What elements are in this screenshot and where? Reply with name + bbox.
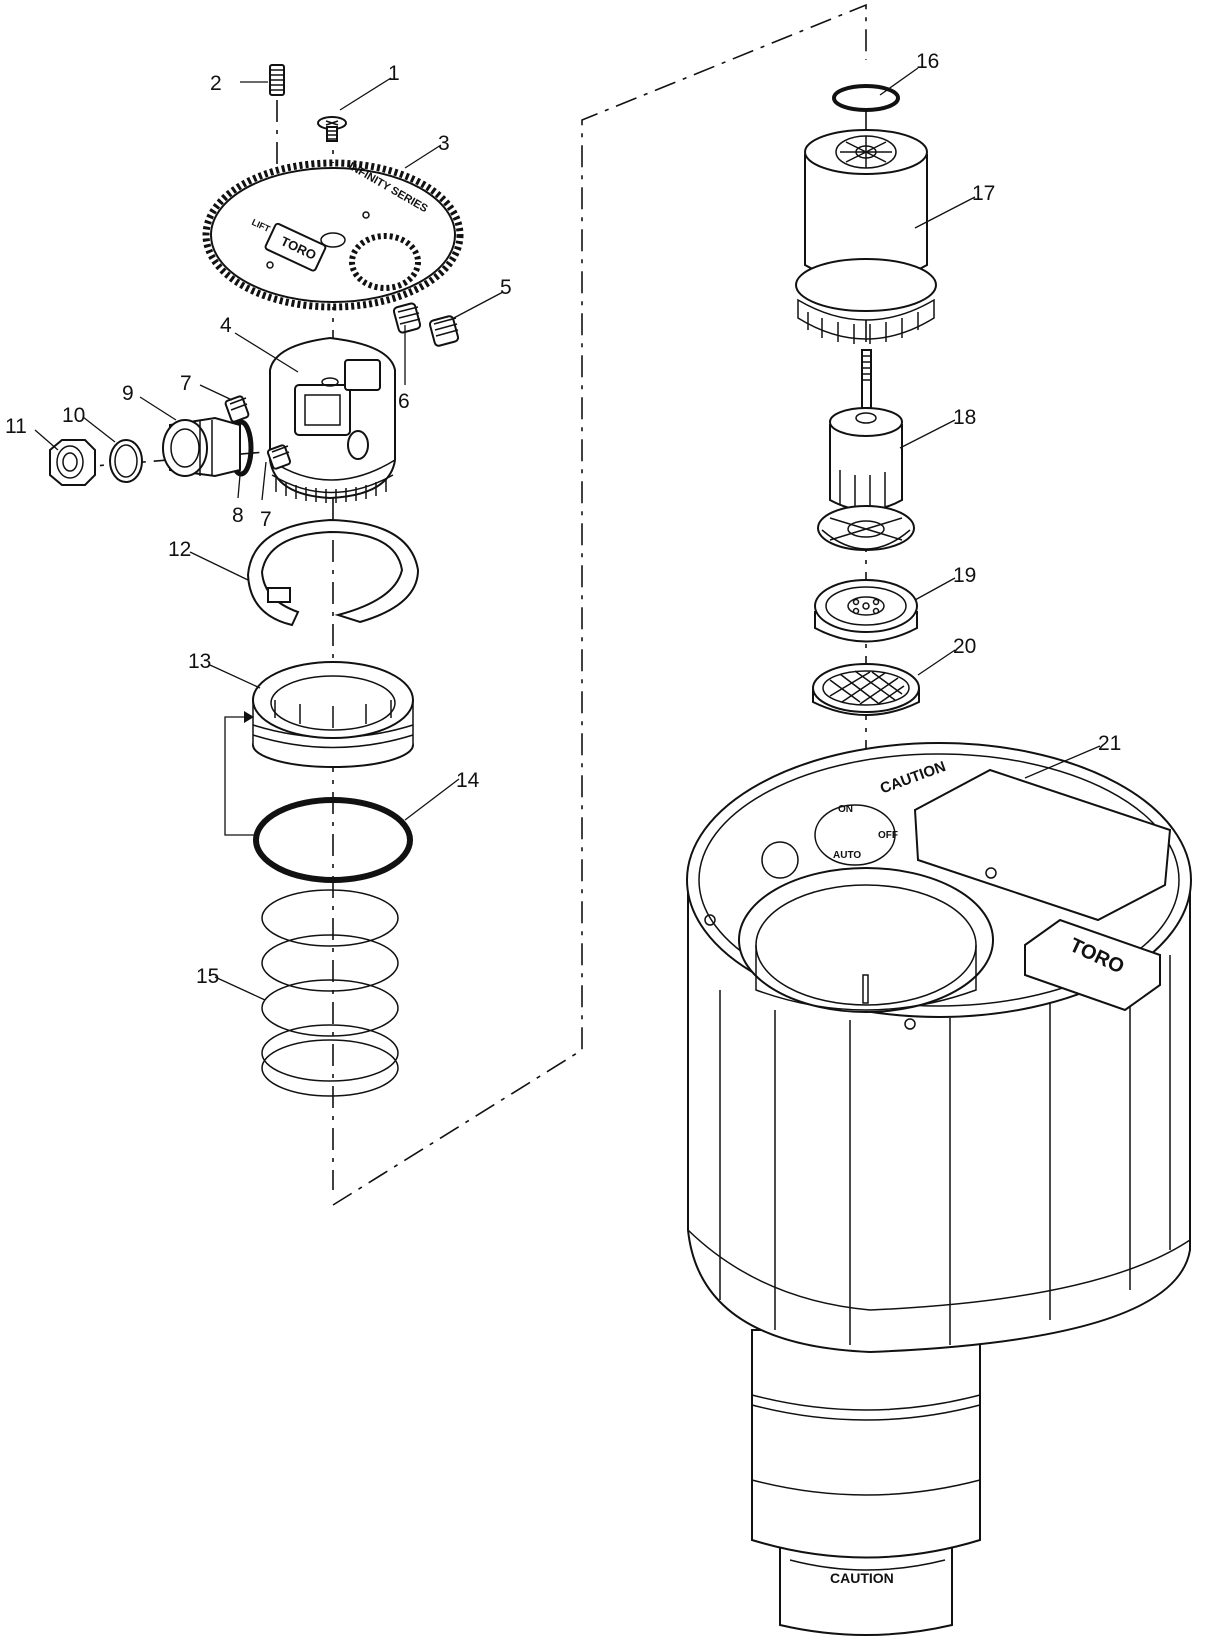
callout-16: 16 [916,50,939,73]
part-2-set-screw [269,64,285,96]
callout-1: 1 [388,62,400,85]
part-10-washer [109,439,143,483]
selector-auto-label: AUTO [833,850,861,861]
part-7-set-screw-upper [224,395,250,423]
part-16-o-ring [832,84,900,112]
part-11-plug [49,439,96,486]
part-3-gear-plate: TORO LIFT INFINITY SERIES [202,159,464,311]
callout-5: 5 [500,276,512,299]
selector-on-label: ON [838,804,853,815]
callout-17: 17 [972,182,995,205]
leader-lines [34,67,1101,1001]
callout-10: 10 [62,404,85,427]
callout-14: 14 [456,769,480,792]
part-1-screw [317,116,347,142]
callout-11: 11 [5,415,27,438]
callout-12: 12 [168,538,191,561]
part-18-drive-assembly [817,349,915,551]
callout-3: 3 [438,132,450,155]
part-19-filter-cap [814,579,918,643]
part-7-set-screw-lower [266,444,292,470]
callout-15: 15 [196,965,219,988]
part-9-fitting [162,416,241,478]
callout-labels: 1 2 3 4 5 6 7 7 8 9 10 11 12 13 14 15 16… [5,50,1121,988]
part-5-nozzle-plug [428,315,460,347]
part-20-screen-filter [812,663,920,716]
callout-4: 4 [220,314,232,337]
part-6-nozzle-plug [392,302,422,334]
part-21-sprinkler-body: CAUTION TORO ON OFF AUTO CAUTION [686,742,1192,1636]
part-4-nozzle-housing [269,336,396,503]
part-14-large-o-ring [224,711,413,883]
part-13-retainer-ring [252,661,414,768]
callout-21: 21 [1098,732,1121,755]
callout-2: 2 [210,72,222,95]
part-17-nozzle-turret [795,129,937,344]
callout-19: 19 [953,564,976,587]
part-15-spring [261,889,399,1097]
selector-off-label: OFF [878,830,898,841]
callout-18: 18 [953,406,976,429]
callout-7-lower: 7 [260,508,272,531]
callout-20: 20 [953,635,976,658]
callout-13: 13 [188,650,211,673]
lower-caution-marking: CAUTION [830,1570,894,1586]
part-12-snap-ring [246,518,420,627]
callout-8: 8 [232,504,244,527]
callout-7-upper: 7 [180,372,192,395]
callout-6: 6 [398,390,410,413]
callout-9: 9 [122,382,134,405]
